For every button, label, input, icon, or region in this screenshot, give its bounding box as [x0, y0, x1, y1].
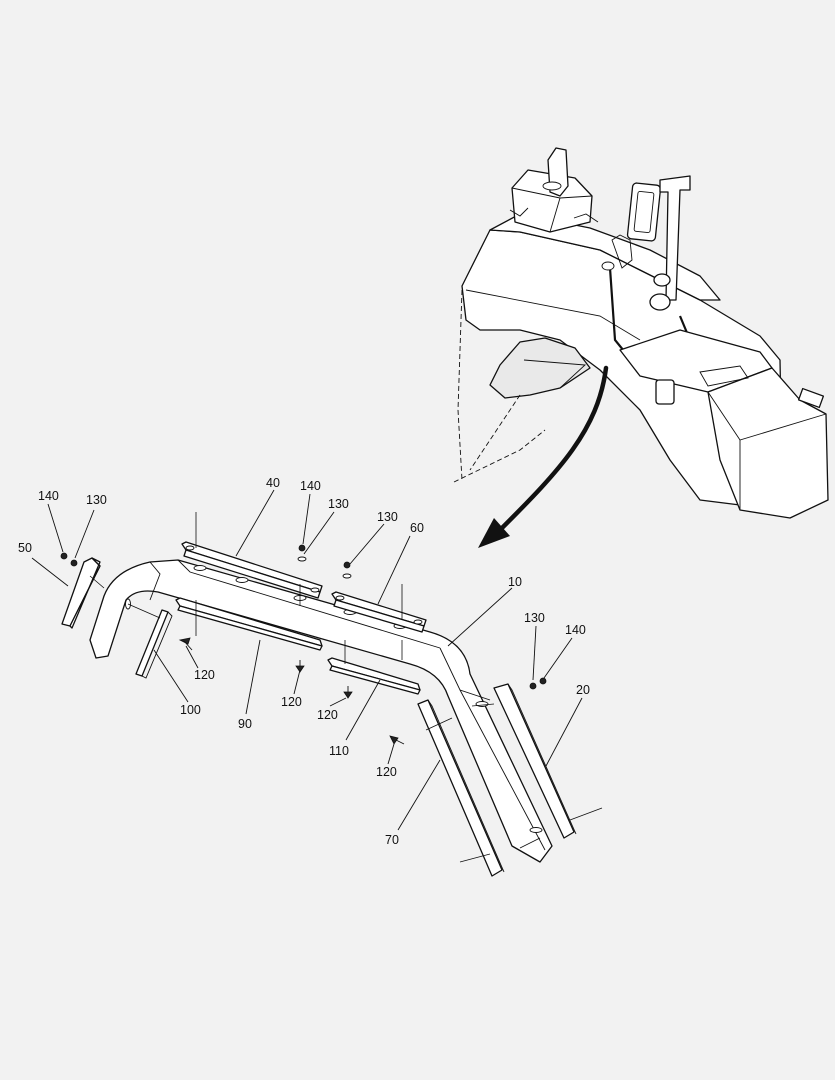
- mirror: [626, 182, 662, 242]
- callout-140: 140: [38, 489, 59, 503]
- callout-60: 60: [410, 521, 424, 535]
- callout-100: 100: [180, 703, 201, 717]
- callout-50: 50: [18, 541, 32, 555]
- callout-130: 130: [377, 510, 398, 524]
- callout-120: 120: [281, 695, 302, 709]
- part-40-strip: [181, 541, 323, 599]
- steering-column: [659, 175, 691, 301]
- callout-70: 70: [385, 833, 399, 847]
- callout-120: 120: [376, 765, 397, 779]
- leader-lines: [31, 489, 583, 831]
- alignment-lines: [89, 512, 603, 863]
- callout-130: 130: [86, 493, 107, 507]
- part-100-bracket: [135, 609, 173, 679]
- part-110-strip: [327, 657, 421, 695]
- hardware: [60, 544, 547, 745]
- part-90-strip: [175, 597, 323, 651]
- part-20-trim: [493, 683, 577, 839]
- callout-20: 20: [576, 683, 590, 697]
- callout-120: 120: [317, 708, 338, 722]
- callout-140: 140: [565, 623, 586, 637]
- assembly-pointer-arrow: [478, 365, 609, 548]
- callout-labels: 40 140 130 50 140 130 130 60 10 130 140 …: [18, 476, 590, 847]
- control-knob: [649, 293, 671, 311]
- machine-assembly: [453, 147, 829, 519]
- part-50-trim: [61, 557, 101, 629]
- callout-10: 10: [508, 575, 522, 589]
- callout-120: 120: [194, 668, 215, 682]
- fuel-tank: [707, 367, 829, 519]
- part-70-strip: [417, 699, 505, 877]
- fender-body: [89, 559, 553, 863]
- callout-90: 90: [238, 717, 252, 731]
- callout-140: 140: [300, 479, 321, 493]
- callout-40: 40: [266, 476, 280, 490]
- seat-box: [511, 169, 593, 233]
- part-60-strip: [331, 591, 427, 633]
- callout-130: 130: [524, 611, 545, 625]
- callout-130: 130: [328, 497, 349, 511]
- callout-110: 110: [329, 744, 349, 758]
